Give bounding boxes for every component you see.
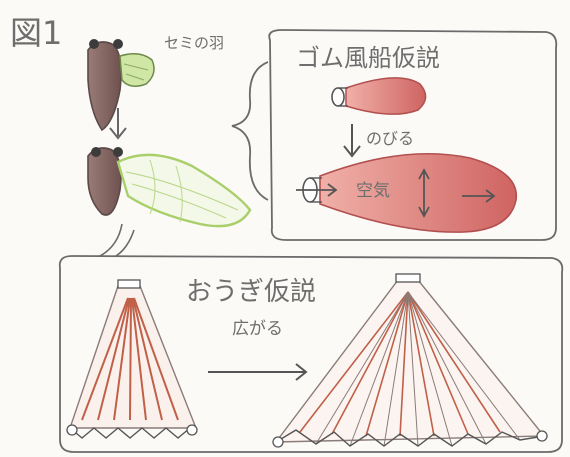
- air-label: 空気: [356, 181, 390, 201]
- cicada-expanded: [87, 147, 252, 228]
- fan-box: [58, 255, 564, 453]
- air-arrows: [296, 168, 496, 218]
- large-wing: [116, 153, 252, 228]
- fan-connector: [99, 223, 135, 257]
- down-arrow-stretch: [343, 124, 361, 158]
- cicada-folded: [87, 39, 155, 132]
- down-arrow-cicada: [109, 108, 127, 140]
- brace: [231, 61, 269, 201]
- wing-caption: セミの羽: [164, 34, 224, 52]
- balloon-large: [302, 152, 518, 233]
- fan-open: [272, 273, 548, 448]
- fan-closed: [66, 279, 198, 439]
- spread-arrow: [208, 363, 308, 381]
- figure-label: 図1: [10, 14, 62, 52]
- small-wing: [119, 53, 155, 87]
- balloon-box: [268, 29, 558, 241]
- balloon-small: [331, 77, 427, 115]
- spread-label: 広がる: [232, 319, 283, 339]
- fan-title: おうぎ仮説: [186, 277, 316, 307]
- stretch-label: のびる: [366, 129, 414, 148]
- balloon-title: ゴム風船仮説: [296, 44, 440, 72]
